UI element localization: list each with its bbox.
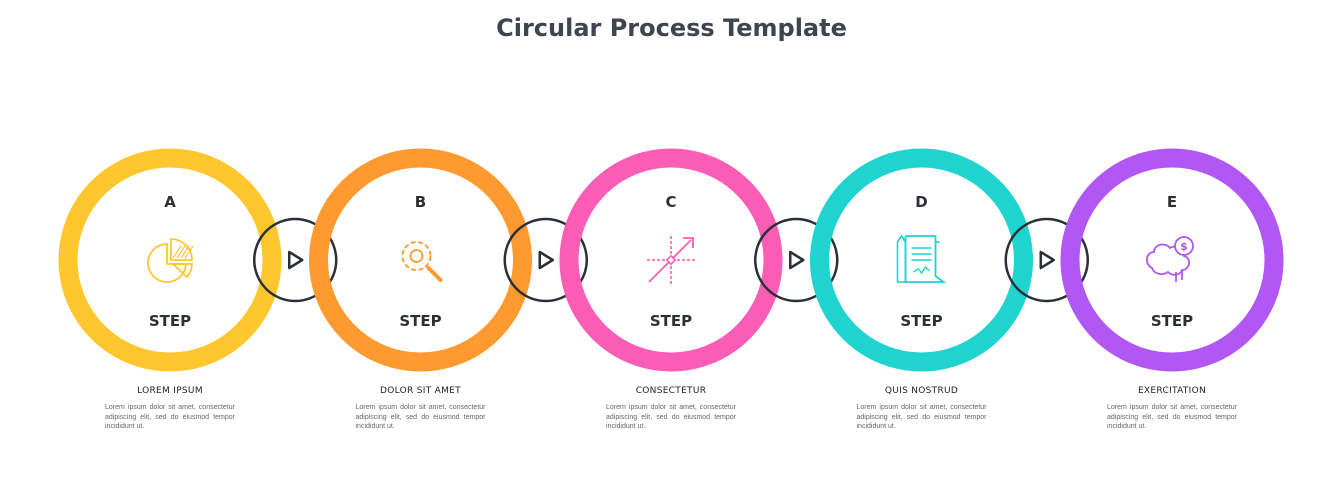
step-letter: A (164, 193, 176, 211)
svg-text:$: $ (1180, 240, 1188, 253)
step-description: Lorem ipsum dolor sit amet, consectetur … (105, 404, 235, 430)
connector-arrow-icon (754, 217, 839, 303)
step-letter: E (1166, 193, 1178, 211)
growth-arrow-icon (647, 236, 695, 284)
step-heading: LOREM IPSUM (137, 386, 203, 396)
connector-arrow-icon (1004, 217, 1089, 303)
step-description: Lorem ipsum dolor sit amet, consectetur … (606, 404, 736, 430)
page-title: Circular Process Template (496, 14, 847, 42)
step-label: STEP (399, 312, 442, 330)
step-letter: C (665, 193, 677, 211)
step-ring-c (559, 148, 783, 372)
step-ring-d (810, 148, 1033, 372)
step-heading: EXERCITATION (1137, 386, 1207, 396)
gear-search-icon (401, 241, 443, 282)
brain-dollar-icon: $ (1146, 236, 1194, 282)
step-heading: DOLOR SIT AMET (380, 386, 461, 396)
step-letter: D (915, 193, 928, 211)
step-heading: QUIS NOSTRUD (884, 386, 959, 396)
step-heading: CONSECTETUR (635, 386, 707, 396)
step-description: Lorem ipsum dolor sit amet, consectetur … (1107, 404, 1237, 430)
step-label: STEP (148, 312, 192, 330)
step-label: STEP (900, 312, 943, 330)
step-description: Lorem ipsum dolor sit amet, consectetur … (355, 404, 486, 430)
step-label: STEP (649, 312, 693, 330)
connector-arrow-icon (253, 217, 338, 303)
step-description: Lorem ipsum dolor sit amet, consectetur … (856, 404, 987, 430)
step-ring-e (1060, 148, 1284, 372)
step-ring-a (58, 148, 282, 372)
step-label: STEP (1150, 312, 1194, 330)
step-letter: B (414, 193, 427, 211)
contract-pen-icon (896, 234, 947, 283)
step-ring-b (309, 148, 532, 372)
pie-chart-icon (147, 238, 194, 283)
connector-arrow-icon (503, 217, 588, 303)
